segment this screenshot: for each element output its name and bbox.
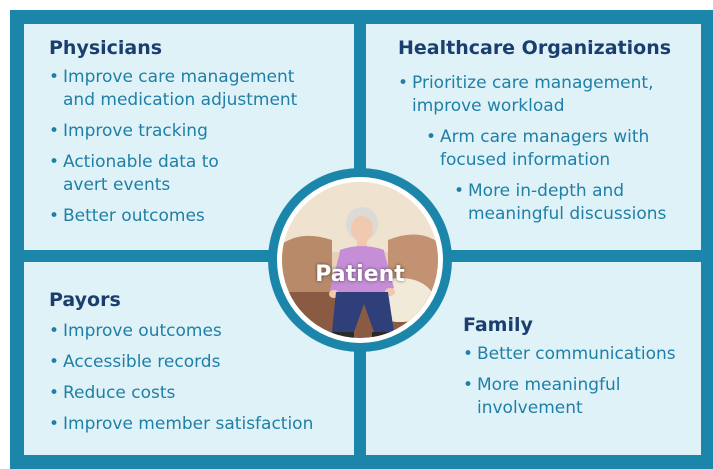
- list-item: Better outcomes: [49, 205, 297, 228]
- healthcare-list: Prioritize care management,improve workl…: [398, 72, 666, 234]
- elderly-woman-seated-photo: [282, 182, 438, 338]
- family-list: Better communications More meaningfulinv…: [463, 343, 676, 428]
- patient-label: Patient: [315, 262, 405, 287]
- list-item: Accessible records: [49, 351, 313, 374]
- list-item: Reduce costs: [49, 382, 313, 405]
- list-item: Better communications: [463, 343, 676, 366]
- list-item: Prioritize care management,improve workl…: [398, 72, 666, 118]
- physicians-heading: Physicians: [49, 37, 163, 59]
- patient-photo: [282, 182, 438, 338]
- family-heading: Family: [463, 314, 533, 336]
- healthcare-organizations-heading: Healthcare Organizations: [398, 37, 672, 59]
- list-item: Improve outcomes: [49, 320, 313, 343]
- payors-list: Improve outcomes Accessible records Redu…: [49, 320, 313, 444]
- list-item: Improve member satisfaction: [49, 413, 313, 436]
- payors-heading: Payors: [49, 289, 121, 311]
- list-item: Improve tracking: [49, 120, 297, 143]
